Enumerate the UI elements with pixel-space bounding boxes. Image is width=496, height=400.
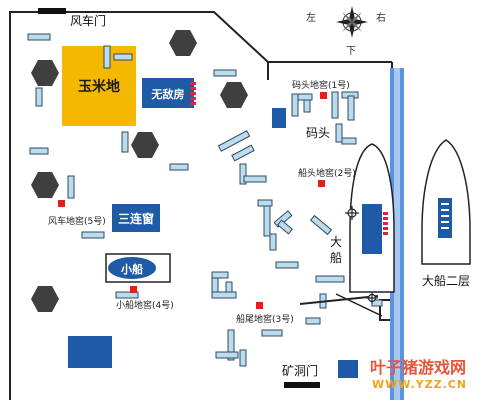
pier-cellar-2-label: 船头地窖(2号) <box>298 169 356 179</box>
big-boat-second-floor-label: 大船二层 <box>422 274 471 288</box>
invincible-room-label: 无敌房 <box>151 88 185 101</box>
compass-down-label: 下 <box>346 46 356 57</box>
big-boat-helm-icon <box>345 206 359 220</box>
windmill-cellar-5-label: 风车地窖(5号) <box>48 217 106 227</box>
three-windows-label: 三连窗 <box>117 212 154 226</box>
pier-cellar-1-label: 码头地窖(1号) <box>292 81 350 91</box>
stern-cellar-3-marker <box>256 302 263 309</box>
hexagon-rocks <box>31 30 248 312</box>
watermark: 叶子猪游戏网 WWW.YZZ.CN <box>370 352 494 398</box>
big-boat-second-floor <box>421 139 471 265</box>
invincible-room <box>142 78 194 108</box>
small-boat-label: 小船 <box>121 263 143 276</box>
pier-cellar-2-marker <box>318 180 325 187</box>
mine-gate-bar <box>284 382 320 388</box>
pier-label: 码头 <box>306 126 331 140</box>
compass-right-label: 右 <box>376 13 386 24</box>
big-boat-label: 大船 <box>330 235 343 265</box>
watermark-title: 叶子猪游戏网 <box>370 358 467 377</box>
south-room <box>68 336 112 368</box>
compass-left-label: 左 <box>306 13 316 24</box>
boat-cellar-4-label: 小船地窖(4号) <box>116 301 174 311</box>
watermark-site: WWW.YZZ.CN <box>372 378 468 391</box>
three-windows-room <box>112 204 160 232</box>
invincible-room-stairs <box>190 82 196 105</box>
lower-diagonal-wall <box>299 295 379 305</box>
stern-helm-icon <box>366 292 378 304</box>
corn-field-label: 玉米地 <box>78 79 120 95</box>
mine-side-block <box>338 360 358 378</box>
diagonal-obstacles <box>217 130 333 236</box>
boat-cellar-4-marker <box>130 286 137 293</box>
windmill-gate-label: 风车门 <box>70 14 107 28</box>
small-boat <box>108 257 156 279</box>
big-boat <box>349 143 395 293</box>
mine-gate-label: 矿洞门 <box>282 364 319 378</box>
river <box>390 68 404 400</box>
pier-hut <box>272 108 286 128</box>
windmill-cellar-5-marker <box>58 200 65 207</box>
cellar-markers <box>58 92 327 309</box>
compass-rose-icon <box>336 6 368 38</box>
pier-diagonal-wall <box>335 293 383 317</box>
pier-cellar-1-marker <box>320 92 327 99</box>
stern-cellar-3-label: 船尾地窖(3号) <box>236 315 294 325</box>
obstacles <box>27 33 359 367</box>
windmill-gate-bar <box>38 8 66 14</box>
